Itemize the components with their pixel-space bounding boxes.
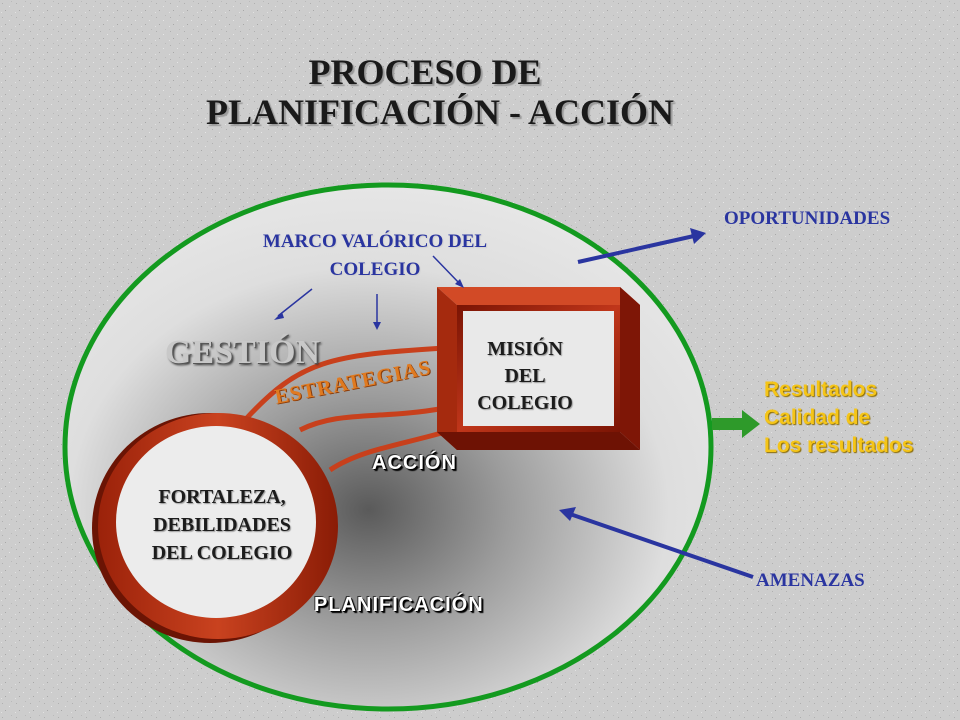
arrow-output-head [742, 410, 760, 438]
fortaleza-ring-inner [116, 426, 316, 618]
strategy-curve-upper [243, 345, 446, 422]
marco-line-2: COLEGIO [329, 259, 421, 280]
fortaleza-text: FORTALEZA, DEBILIDADES DEL COLEGIO [122, 483, 322, 567]
mision-box-inner [463, 311, 614, 426]
resultados-line-2: Calidad de [764, 406, 871, 429]
fortaleza-line-2: DEBILIDADES [153, 514, 291, 536]
mision-text: MISIÓN DEL COLEGIO [465, 336, 585, 417]
arrow-marco-to-gestion [277, 288, 313, 317]
mision-line-3: COLEGIO [477, 392, 573, 414]
arrow-amenazas [569, 512, 754, 579]
gestion-label: GESTIÓN [165, 334, 320, 371]
title-line-2: PLANIFICACIÓN - ACCIÓN [205, 92, 675, 132]
mision-frame-bottom [437, 432, 640, 450]
planificacion-label: PLANIFICACIÓN [314, 594, 484, 616]
strategy-curve-middle [298, 405, 446, 433]
marco-valorico-label: MARCO VALÓRICO DEL COLEGIO [215, 228, 535, 284]
mision-line-2: DEL [504, 365, 546, 387]
mision-frame-left [437, 287, 457, 450]
arrow-marco-to-mision [432, 255, 461, 285]
mision-frame-right [620, 287, 640, 450]
fortaleza-line-1: FORTALEZA, [158, 486, 286, 508]
page-title: PROCESO DE PLANIFICACIÓN - ACCIÓN [0, 52, 850, 132]
mision-line-1: MISIÓN [487, 338, 563, 360]
marco-line-1: MARCO VALÓRICO DEL [262, 231, 488, 252]
strategy-curve-lower [328, 429, 446, 473]
resultados-text: Resultados Calidad de Los resultados [764, 376, 913, 460]
oportunidades-label: OPORTUNIDADES [724, 208, 891, 229]
amenazas-label: AMENAZAS [756, 570, 865, 591]
fortaleza-line-3: DEL COLEGIO [151, 542, 293, 564]
arrow-output-shaft [712, 418, 744, 430]
accion-label: ACCIÓN [372, 452, 457, 474]
title-line-1: PROCESO DE [308, 52, 542, 92]
resultados-line-1: Resultados [764, 378, 878, 401]
mision-frame-top [437, 287, 640, 305]
arrow-oportunidades [577, 234, 695, 264]
resultados-line-3: Los resultados [764, 434, 914, 457]
